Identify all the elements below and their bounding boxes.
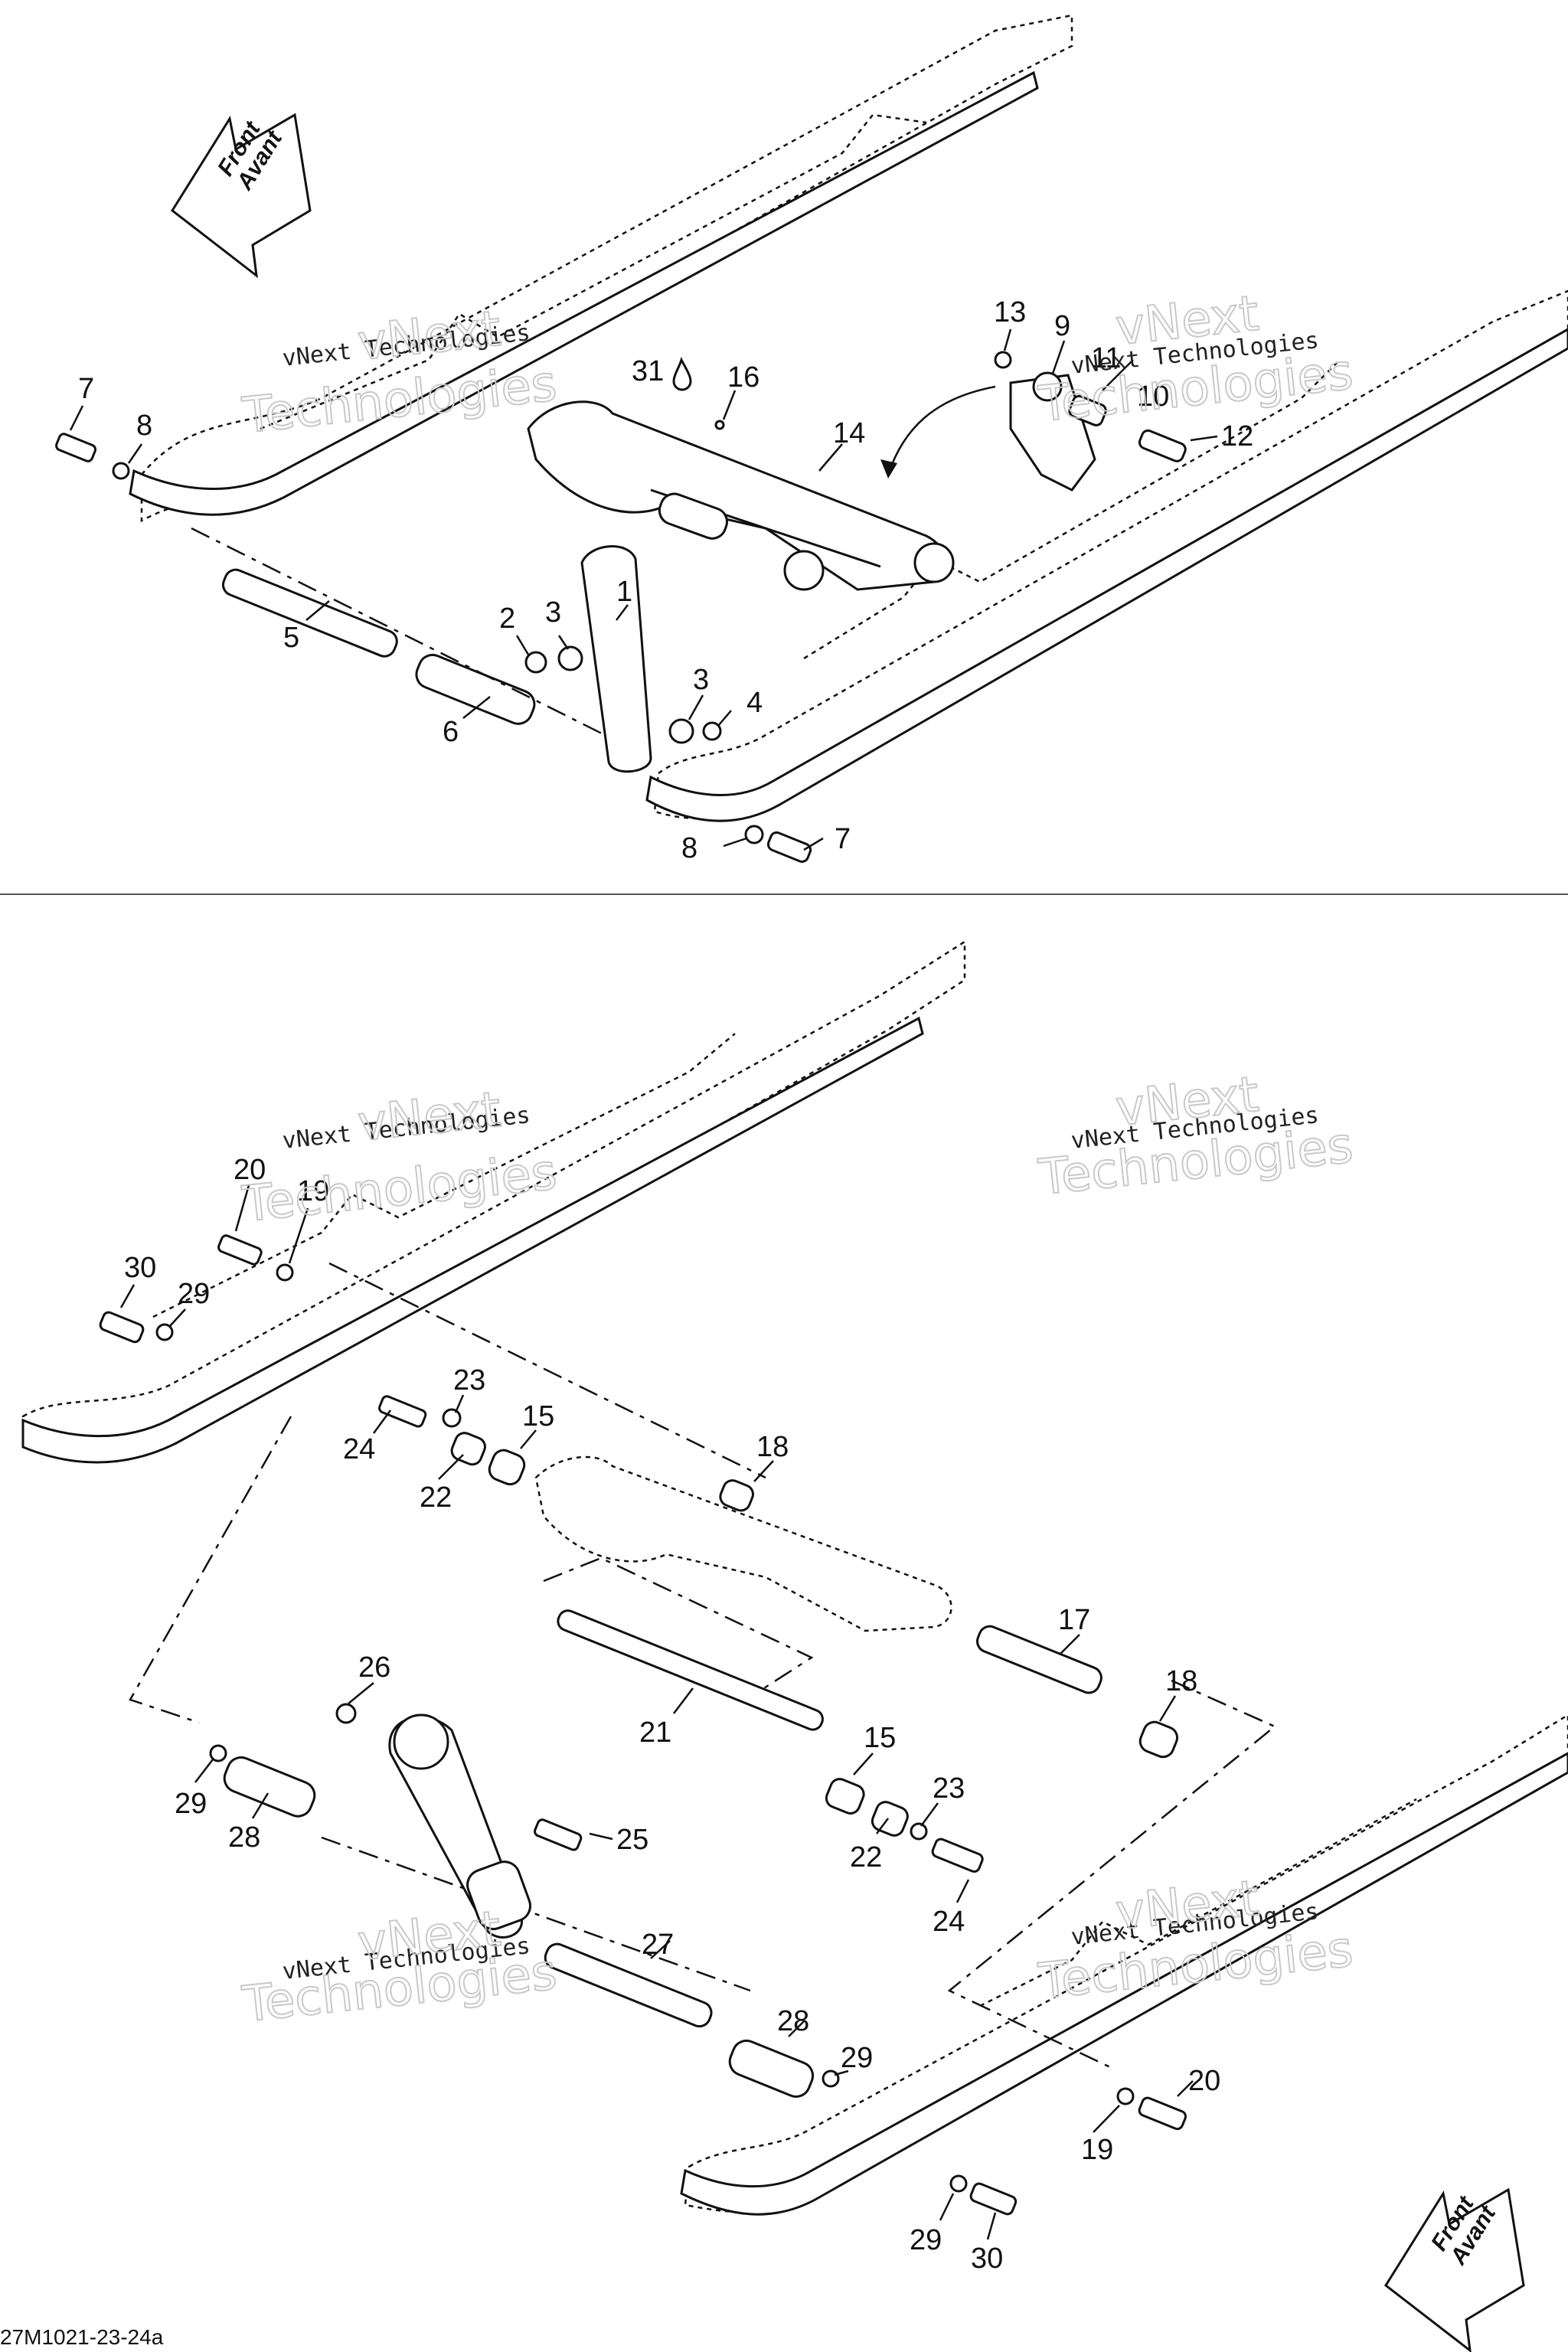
callout-23b: 23: [933, 1772, 965, 1805]
callout-29a: 29: [178, 1278, 210, 1310]
callout-26: 26: [358, 1651, 390, 1684]
fasteners-top: [55, 433, 812, 863]
callout-17: 17: [1058, 1604, 1090, 1636]
suspension-arm-ghost: [534, 1455, 952, 1632]
callout-10: 10: [1137, 381, 1169, 413]
callout-2: 2: [499, 603, 515, 635]
callout-28a: 28: [228, 1821, 260, 1854]
callout-3a: 3: [545, 596, 561, 629]
callout-19b: 19: [1081, 2134, 1113, 2166]
watermark-top-right: vNext Technologies vNext Technologies: [1035, 285, 1357, 434]
callout-14: 14: [833, 417, 865, 449]
left-rail-bottom: [21, 939, 966, 1464]
tube-28a: [223, 1756, 316, 1818]
callout-5: 5: [283, 622, 299, 654]
callout-29c: 29: [841, 2042, 873, 2074]
suspension-arm-14: [527, 400, 955, 591]
bracket-assembly: [994, 351, 1187, 492]
callout-13: 13: [994, 296, 1026, 328]
svg-text:vNext: vNext: [355, 301, 504, 372]
callout-8a: 8: [136, 410, 152, 442]
callout-7a: 7: [78, 373, 94, 405]
callout-16: 16: [727, 361, 760, 394]
svg-text:vNext: vNext: [355, 1082, 504, 1153]
callout-7b: 7: [835, 823, 851, 855]
callout-6: 6: [443, 716, 459, 748]
callout-18b: 18: [1165, 1665, 1197, 1697]
callout-22a: 22: [420, 1481, 452, 1514]
callout-12: 12: [1221, 420, 1253, 452]
shock-absorber: [388, 1713, 532, 1939]
callout-20a: 20: [234, 1154, 266, 1186]
callout-31: 31: [632, 355, 664, 387]
spacer-tube-5: [221, 568, 398, 658]
callout-28b: 28: [777, 2005, 809, 2037]
callout-15a: 15: [522, 1400, 554, 1432]
watermark-bottom-right-2: vNext Technologies vNext Technologies: [1035, 1870, 1357, 2011]
callout-29b: 29: [175, 1788, 207, 1820]
strap-1: [580, 545, 652, 773]
tube-28b: [728, 2039, 815, 2098]
callout-8b: 8: [681, 832, 697, 864]
tube-17: [975, 1625, 1102, 1694]
callout-18a: 18: [756, 1431, 789, 1463]
grease-drop-icon: [672, 356, 692, 391]
callout-9: 9: [1054, 310, 1070, 342]
rod-21: [557, 1609, 824, 1731]
callout-30a: 30: [124, 1252, 156, 1284]
left-rail-top: [129, 14, 1073, 523]
callout-15b: 15: [864, 1722, 896, 1754]
callout-4: 4: [746, 687, 763, 719]
callout-21: 21: [639, 1717, 671, 1749]
watermark-bottom-right: vNext Technologies vNext Technologies: [1035, 1066, 1357, 1207]
front-arrow-bottom-icon: Front Avant: [1384, 2187, 1525, 2352]
front-arrow-icon: Front Avant: [171, 113, 312, 279]
figure-code: 27M1021-23-24a: [0, 2325, 164, 2349]
tube-27: [544, 1942, 713, 2028]
callout-24a: 24: [343, 1433, 375, 1465]
callout-27: 27: [642, 1929, 674, 1961]
callout-24b: 24: [933, 1906, 965, 1938]
watermark-top-left: vNext Technologies vNext Technologies: [239, 300, 560, 446]
callout-19a: 19: [297, 1175, 329, 1207]
callout-25: 25: [616, 1824, 648, 1856]
right-rail-top: [645, 289, 1568, 822]
svg-text:Technologies: Technologies: [240, 1144, 560, 1233]
callout-23a: 23: [453, 1364, 485, 1396]
callout-20b: 20: [1188, 2065, 1220, 2097]
callout-11: 11: [1091, 342, 1121, 374]
right-rail-bottom: [680, 1713, 1568, 2216]
callout-22b: 22: [850, 1841, 882, 1873]
spacer-tube-6: [415, 653, 536, 725]
callout-3b: 3: [693, 664, 709, 696]
callout-29d: 29: [910, 2224, 942, 2256]
watermark-bottom-left: vNext Technologies vNext Technologies: [239, 1081, 560, 1234]
callout-1: 1: [616, 576, 632, 608]
callout-30b: 30: [971, 2243, 1003, 2275]
